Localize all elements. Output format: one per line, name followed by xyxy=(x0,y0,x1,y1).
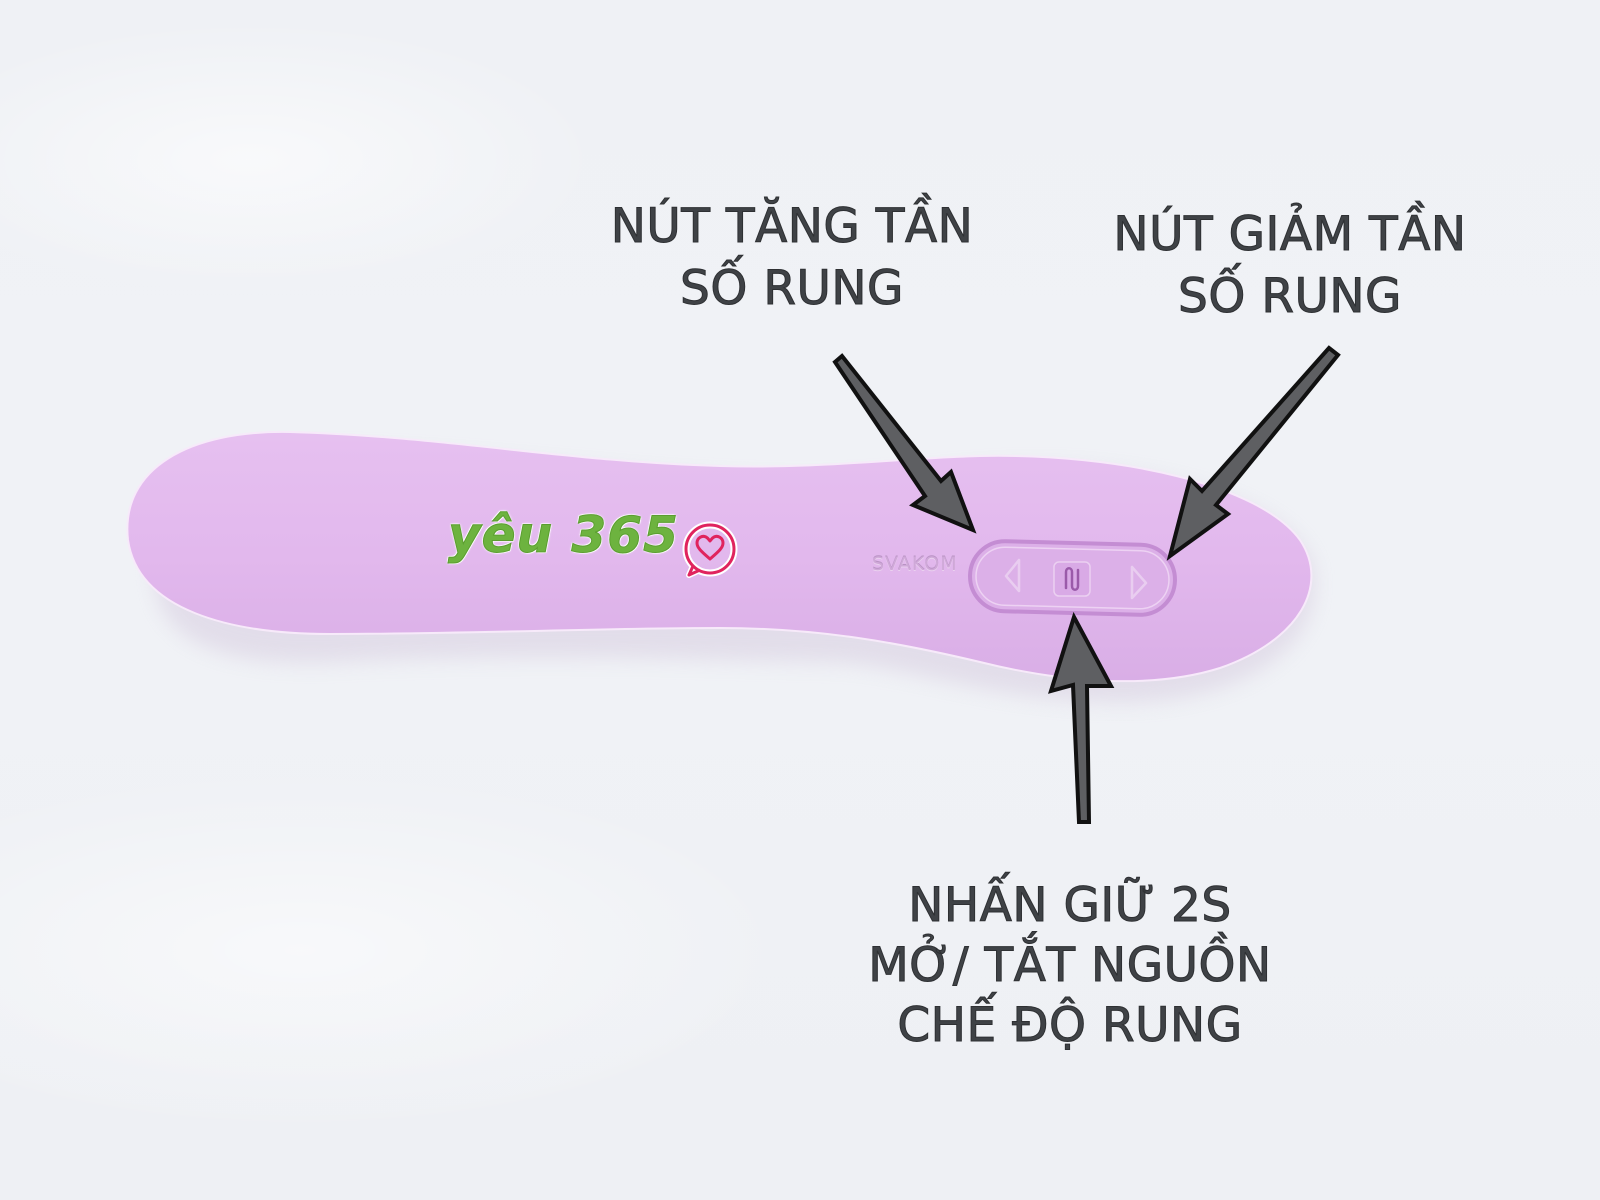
annotation-line: NÚT TĂNG TẦN xyxy=(610,199,974,255)
increase-frequency-button[interactable] xyxy=(1130,565,1148,600)
annotation-line: NHẤN GIỮ 2S xyxy=(908,878,1232,934)
annotation-line: SỐ RUNG xyxy=(1178,269,1402,325)
power-button-annotation: NHẤN GIỮ 2S MỞ/ TẮT NGUỒN CHẾ ĐỘ RUNG xyxy=(860,876,1280,1056)
arrow-to-decrease-button xyxy=(1166,345,1341,561)
arrow-to-power-button xyxy=(1048,611,1115,824)
triangle-left-icon xyxy=(1004,558,1021,593)
arrow-to-increase-button xyxy=(832,353,977,534)
watermark-logo: yêu 365 xyxy=(448,506,679,565)
vibrator-device xyxy=(126,430,1313,683)
heart-chat-bubble-icon xyxy=(682,521,738,578)
annotation-line: SỐ RUNG xyxy=(680,261,904,317)
annotation-line: CHẾ ĐỘ RUNG xyxy=(897,998,1243,1054)
increase-button-annotation: NÚT TĂNG TẦN SỐ RUNG xyxy=(592,196,992,320)
decrease-frequency-button[interactable] xyxy=(1004,558,1021,593)
brand-label: SVAKOM xyxy=(872,553,958,575)
triangle-right-icon xyxy=(1130,565,1148,600)
annotation-line: MỞ/ TẮT NGUỒN xyxy=(868,938,1272,994)
annotation-line: NÚT GIẢM TẦN xyxy=(1113,207,1467,263)
power-button[interactable] xyxy=(1053,561,1091,597)
svakom-s-logo-icon xyxy=(1064,567,1080,591)
decrease-button-annotation: NÚT GIẢM TẦN SỐ RUNG xyxy=(1090,204,1490,328)
